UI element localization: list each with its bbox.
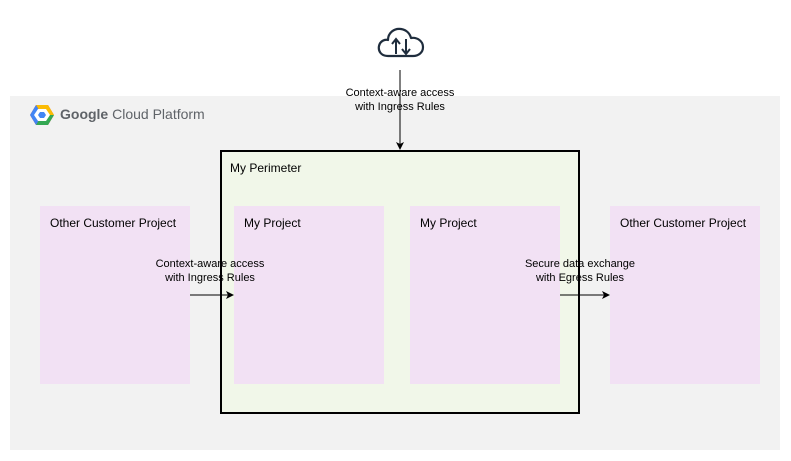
edge-label-line: with Ingress Rules [355,101,445,113]
platform-title-text: Cloud Platform [112,106,205,122]
project-label: Other Customer Project [620,216,747,230]
other-customer-project-left: Other Customer Project [40,206,190,384]
project-label: My Project [420,216,477,230]
perimeter-label: My Perimeter [230,161,302,175]
edge-label-line: Context-aware access [345,87,455,99]
google-cloud-logo-icon [30,105,54,125]
platform-brand: Google [60,106,109,122]
my-project-1: My Project [234,206,384,384]
edge-label-line: with Egress Rules [535,272,625,284]
other-customer-project-right: Other Customer Project [610,206,760,384]
edge-label-line: Secure data exchange [524,258,636,270]
top-ingress-label: Context-aware access with Ingress Rules [330,86,470,114]
left-ingress-label: Context-aware access with Ingress Rules [140,257,280,285]
cloud-upload-download-icon [377,27,425,58]
edge-label-line: Context-aware access [155,258,265,270]
edge-label-line: with Ingress Rules [165,272,255,284]
project-label: Other Customer Project [50,216,177,230]
right-egress-label: Secure data exchange with Egress Rules [510,257,650,285]
platform-title: Google Cloud Platform [60,106,205,122]
project-label: My Project [244,216,301,230]
my-project-2: My Project [410,206,560,384]
